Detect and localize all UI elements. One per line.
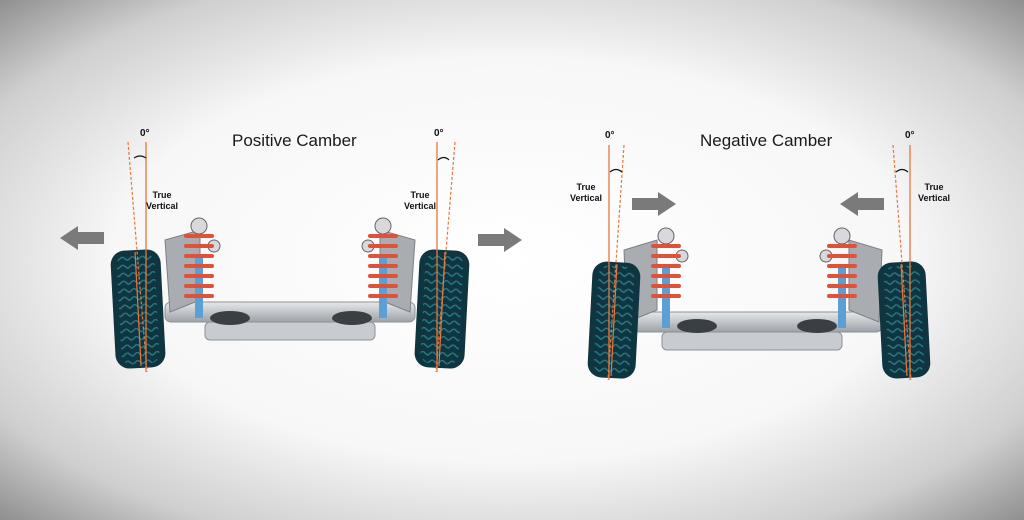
left-tire xyxy=(110,249,166,369)
negative-camber-title: Negative Camber xyxy=(700,131,833,150)
right-camber-line xyxy=(435,141,456,373)
negative-camber-illustration xyxy=(587,144,931,381)
right-angle-arc-negative xyxy=(895,168,909,173)
outward-arrow-right xyxy=(478,228,522,252)
suspension-frame xyxy=(164,229,416,341)
left-camber-line xyxy=(127,141,148,373)
right-vertical-label: Vertical xyxy=(404,201,437,211)
left-angle-arc-negative xyxy=(609,168,623,173)
right-coil-spring-negative xyxy=(819,227,857,328)
left-coil-spring-negative xyxy=(651,227,689,328)
left-coil-spring xyxy=(184,217,221,318)
right-true-vertical-label: True Vertical xyxy=(404,190,436,212)
left-true-vertical-label-negative: True Vertical xyxy=(570,182,602,204)
right-coil-spring xyxy=(361,217,398,318)
inward-arrow-right xyxy=(840,192,884,216)
negative-camber-panel: Negative Camber 0° 0° True Vertical True… xyxy=(512,0,1024,520)
left-zero-degree-label: 0° xyxy=(140,128,150,139)
right-camber-line-negative xyxy=(892,144,912,381)
right-angle-arc xyxy=(437,156,450,161)
left-true-vertical-label: True Vertical xyxy=(146,190,178,212)
right-vertical-label-negative: Vertical xyxy=(918,193,951,203)
right-tire-negative xyxy=(877,261,931,379)
positive-camber-panel: Positive Camber 0° 0° True Vertical True… xyxy=(60,128,522,373)
outward-arrow-left xyxy=(60,226,104,250)
right-tire xyxy=(414,249,470,369)
right-true-vertical-label-negative: True Vertical xyxy=(918,182,950,204)
left-true-label-negative: True xyxy=(576,182,596,192)
left-true-label: True xyxy=(152,190,172,200)
right-zero-degree-label: 0° xyxy=(434,128,444,139)
positive-camber-title: Positive Camber xyxy=(232,131,357,150)
left-camber-line-negative xyxy=(607,144,625,381)
positive-camber-illustration xyxy=(60,141,522,373)
left-vertical-label: Vertical xyxy=(146,201,179,211)
right-true-label: True xyxy=(410,190,430,200)
right-zero-degree-label-negative: 0° xyxy=(905,130,915,141)
left-tire-negative xyxy=(587,261,641,379)
left-vertical-label-negative: Vertical xyxy=(570,193,603,203)
right-true-label-negative: True xyxy=(924,182,944,192)
left-zero-degree-label-negative: 0° xyxy=(605,130,615,141)
inward-arrow-left xyxy=(632,192,676,216)
left-angle-arc xyxy=(133,155,147,159)
